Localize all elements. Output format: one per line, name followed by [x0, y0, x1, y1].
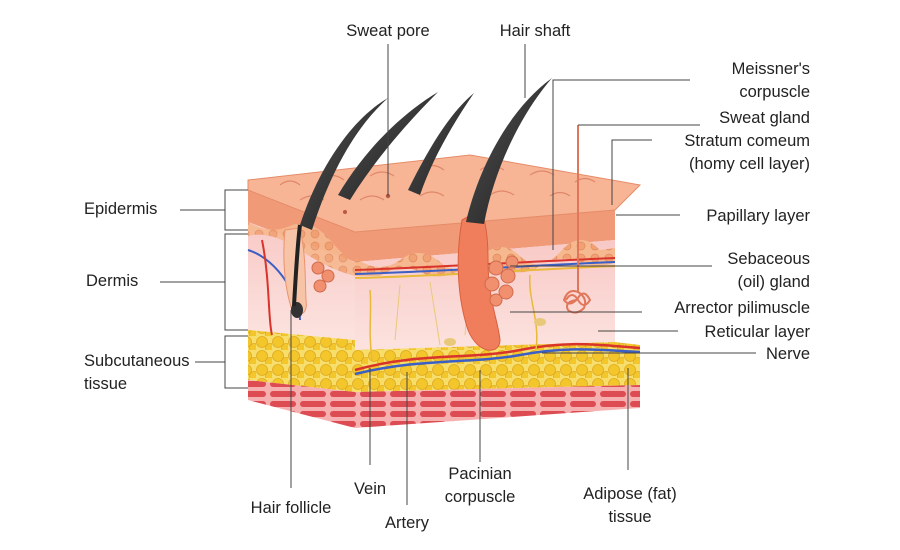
label-hair-follicle: Hair follicle: [250, 499, 332, 517]
label-papillary-layer: Papillary layer: [706, 207, 810, 225]
label-arrector-pili-muscle: Arrector pilimuscle: [674, 299, 810, 317]
label-sweat-gland: Sweat gland: [719, 109, 810, 127]
label-artery: Artery: [384, 514, 429, 532]
label-sweat-pore: Sweat pore: [346, 22, 430, 40]
label-sebaceous-gland: Sebaceous(oil) gland: [727, 250, 810, 291]
label-stratum-corneum: Stratum comeum(homy cell layer): [684, 132, 810, 173]
sebaceous-gland: [311, 255, 519, 307]
hair-follicle-main: [457, 209, 501, 351]
label-vein: Vein: [353, 480, 387, 498]
block-front-face: [355, 210, 640, 428]
label-reticular-layer: Reticular layer: [704, 323, 810, 341]
label-epidermis: Epidermis: [84, 200, 158, 218]
hair-follicle-left: [283, 224, 307, 318]
leader-lines: [160, 44, 756, 505]
label-nerve: Nerve: [765, 345, 810, 363]
arrector-muscle: [444, 318, 546, 346]
label-adipose-tissue: Adipose (fat)tissue: [583, 485, 677, 526]
label-hair-shaft: Hair shaft: [499, 22, 571, 40]
label-dermis: Dermis: [86, 272, 139, 290]
